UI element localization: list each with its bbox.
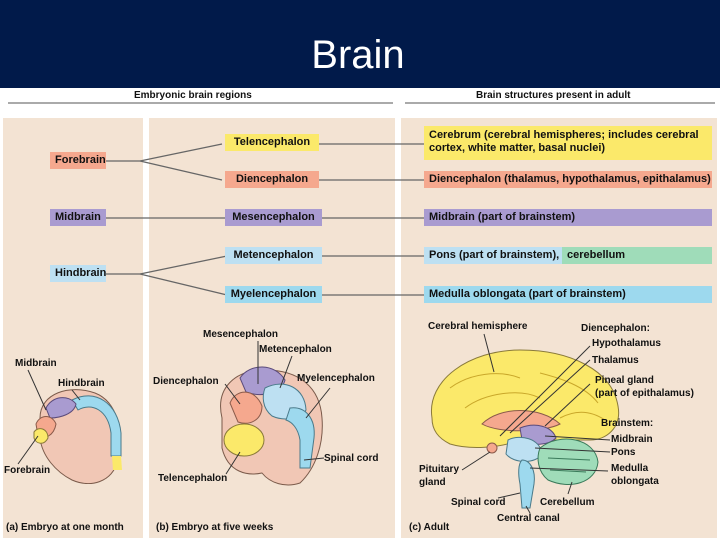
hindbrain-box: Hindbrain — [50, 265, 106, 282]
cerebrum-box: Cerebrum (cerebral hemispheres; includes… — [424, 126, 712, 160]
b-telencephalon-label: Telencephalon — [158, 473, 228, 484]
figure: Embryonic brain regions Brain structures… — [0, 88, 720, 540]
b-caption: (b) Embryo at five weeks — [156, 522, 274, 533]
hindbrain-to-myelencephalon-line — [139, 273, 228, 296]
slide-title-text: Brain — [311, 33, 405, 77]
b-myelencephalon-label: Myelencephalon — [297, 373, 375, 384]
adult-medulla-box: Medulla oblongata (part of brainstem) — [424, 286, 712, 303]
c-pineal-label: Pineal gland — [595, 375, 654, 386]
adult-cerebellum-box: cerebellum — [562, 247, 712, 264]
embryo-one-month-drawing — [17, 369, 122, 484]
hindbrain-to-metencephalon-line — [105, 255, 228, 275]
b-metencephalon-label: Metencephalon — [259, 344, 332, 355]
a-forebrain-label: Forebrain — [4, 465, 51, 476]
adult-midbrain-box: Midbrain (part of brainstem) — [424, 209, 712, 226]
metencephalon-box: Metencephalon — [225, 247, 322, 264]
c-caption: (c) Adult — [409, 522, 450, 533]
cerebrum-line-2: cortex, white matter, basal nuclei) — [429, 142, 606, 154]
header-adult: Brain structures present in adult — [476, 90, 631, 101]
cerebrum-line-1: Cerebrum (cerebral hemispheres; includes… — [429, 129, 699, 141]
embryo-five-weeks-drawing — [220, 341, 331, 486]
c-pituitary-sub-label: gland — [419, 477, 446, 488]
c-thalamus-label: Thalamus — [592, 355, 639, 366]
adult-brain-drawing — [431, 333, 620, 514]
mesencephalon-box: Mesencephalon — [225, 209, 322, 226]
midbrain-box: Midbrain — [50, 209, 106, 226]
c-medulla-sub-label: oblongata — [611, 476, 659, 487]
c-medulla-label: Medulla — [611, 463, 649, 474]
c-spinal-cord-label: Spinal cord — [451, 497, 506, 508]
forebrain-to-diencephalon-line — [139, 160, 223, 181]
a-caption: (a) Embryo at one month — [6, 522, 124, 533]
myelencephalon-box: Myelencephalon — [225, 286, 322, 303]
diencephalon-box: Diencephalon — [225, 171, 319, 188]
header-embryonic: Embryonic brain regions — [134, 90, 252, 101]
slide-title: Brain — [0, 33, 720, 78]
c-pineal-sub-label: (part of epithalamus) — [595, 388, 694, 399]
slide-header — [0, 0, 720, 88]
c-cerebellum-label: Cerebellum — [540, 497, 595, 508]
c-pituitary-label: Pituitary — [419, 464, 460, 475]
c-cerebral-hemisphere-label: Cerebral hemisphere — [428, 321, 528, 332]
b-diencephalon-label: Diencephalon — [153, 376, 219, 387]
b-spinal-cord-label: Spinal cord — [324, 453, 379, 464]
c-midbrain-label: Midbrain — [611, 434, 653, 445]
diagram-graphics — [8, 102, 715, 514]
adult-diencephalon-box: Diencephalon (thalamus, hypothalamus, ep… — [424, 171, 712, 188]
c-brainstem-label: Brainstem: — [601, 418, 654, 429]
c-central-canal-label: Central canal — [497, 513, 560, 524]
forebrain-to-telencephalon-line — [105, 143, 223, 162]
a-midbrain-label: Midbrain — [15, 358, 57, 369]
c-diencephalon-label: Diencephalon: — [581, 323, 650, 334]
adult-pons-box: Pons (part of brainstem), — [424, 247, 562, 264]
c-hypothalamus-label: Hypothalamus — [592, 338, 661, 349]
telencephalon-box: Telencephalon — [225, 134, 319, 151]
a-hindbrain-label: Hindbrain — [58, 378, 105, 389]
c-pons-label: Pons — [611, 447, 636, 458]
forebrain-box: Forebrain — [50, 152, 106, 169]
b-mesencephalon-label: Mesencephalon — [203, 329, 279, 340]
